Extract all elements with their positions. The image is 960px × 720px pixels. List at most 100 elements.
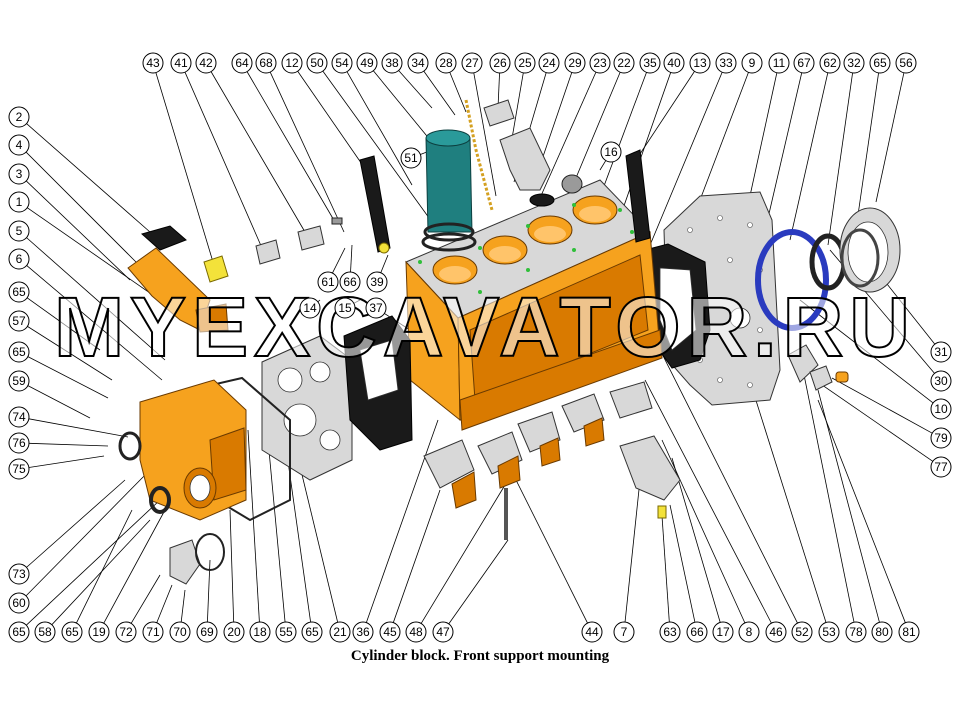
- callout-18: 18: [249, 621, 271, 643]
- callout-number: 72: [119, 625, 133, 639]
- callout-65: 65: [869, 52, 891, 74]
- callout-71: 71: [142, 621, 164, 643]
- callout-number: 55: [279, 625, 293, 639]
- leader-line-62: [789, 72, 829, 241]
- bracket-plate: [787, 344, 819, 383]
- leader-line-44: [514, 477, 588, 624]
- callout-number: 36: [356, 625, 370, 639]
- callout-78: 78: [845, 621, 867, 643]
- callout-number: 65: [65, 625, 79, 639]
- leader-line-66: [669, 504, 696, 623]
- callout-28: 28: [435, 52, 457, 74]
- leader-line-11: [747, 72, 778, 206]
- callout-number: 81: [902, 625, 916, 639]
- callout-number: 18: [253, 625, 267, 639]
- leader-line-72: [130, 574, 161, 624]
- callout-number: 12: [285, 56, 299, 70]
- callout-1: 1: [8, 191, 30, 213]
- callout-45: 45: [379, 621, 401, 643]
- callout-75: 75: [8, 458, 30, 480]
- leader-line-37: [384, 313, 411, 331]
- leader-line-50: [322, 70, 433, 223]
- callout-number: 79: [934, 431, 948, 445]
- leader-line-9: [699, 72, 749, 201]
- leader-line-17: [671, 457, 721, 623]
- seal-60: [149, 486, 171, 514]
- callout-39: 39: [366, 271, 388, 293]
- callout-49: 49: [356, 52, 378, 74]
- callout-3: 3: [8, 163, 30, 185]
- leader-line-68: [269, 71, 345, 233]
- callout-40: 40: [663, 52, 685, 74]
- leader-line-22: [572, 72, 621, 186]
- callout-30: 30: [930, 370, 952, 392]
- callout-65: 65: [8, 621, 30, 643]
- callout-37: 37: [365, 297, 387, 319]
- callout-65: 65: [301, 621, 323, 643]
- leader-line-55: [267, 439, 286, 623]
- callout-number: 43: [146, 56, 160, 70]
- callout-56: 56: [895, 52, 917, 74]
- callout-number: 80: [875, 625, 889, 639]
- callout-51: 51: [400, 147, 422, 169]
- callout-number: 64: [235, 56, 249, 70]
- leader-line-73: [26, 479, 126, 568]
- leader-line-65: [76, 509, 133, 624]
- bushing: [203, 255, 229, 283]
- callout-number: 31: [934, 345, 948, 359]
- leader-line-65: [26, 499, 161, 626]
- callout-number: 69: [200, 625, 214, 639]
- leader-line-60: [25, 469, 151, 597]
- callout-36: 36: [352, 621, 374, 643]
- callout-number: 26: [493, 56, 507, 70]
- callout-number: 68: [259, 56, 273, 70]
- callout-14: 14: [299, 297, 321, 319]
- callout-number: 65: [12, 625, 26, 639]
- callout-81: 81: [898, 621, 920, 643]
- callout-69: 69: [196, 621, 218, 643]
- callout-number: 65: [873, 56, 887, 70]
- leader-line-64: [246, 71, 336, 223]
- callout-53: 53: [818, 621, 840, 643]
- leader-line-74: [28, 418, 129, 438]
- callout-44: 44: [581, 621, 603, 643]
- outlet-elbow: [499, 127, 551, 191]
- callout-number: 74: [12, 410, 26, 424]
- callout-number: 14: [303, 301, 317, 315]
- callout-32: 32: [843, 52, 865, 74]
- leader-line-1: [26, 207, 161, 301]
- callout-number: 29: [568, 56, 582, 70]
- callout-52: 52: [791, 621, 813, 643]
- callout-70: 70: [169, 621, 191, 643]
- access-cover: [169, 539, 201, 585]
- leader-line-57: [27, 326, 113, 381]
- callout-number: 19: [92, 625, 106, 639]
- callout-number: 65: [12, 345, 26, 359]
- leader-line-79: [831, 377, 933, 434]
- callout-number: 2: [16, 110, 23, 124]
- plug: [835, 371, 849, 383]
- washer-63: [657, 505, 667, 519]
- callout-number: 17: [716, 625, 730, 639]
- callout-number: 35: [643, 56, 657, 70]
- callout-number: 33: [719, 56, 733, 70]
- callout-57: 57: [8, 310, 30, 332]
- callout-13: 13: [689, 52, 711, 74]
- leader-line-20: [229, 509, 235, 623]
- thermostat-cap: [483, 99, 515, 127]
- leader-line-19: [103, 509, 166, 624]
- leader-line-32: [827, 72, 853, 246]
- callout-number: 67: [797, 56, 811, 70]
- parts: [118, 99, 901, 585]
- callout-number: 77: [934, 460, 948, 474]
- callout-number: 4: [16, 138, 23, 152]
- callout-number: 54: [335, 56, 349, 70]
- leader-line-47: [448, 539, 509, 625]
- callout-number: 76: [12, 436, 26, 450]
- callout-number: 70: [173, 625, 187, 639]
- main-caps: [423, 381, 653, 509]
- callout-24: 24: [538, 52, 560, 74]
- lift-eye-rear: [625, 149, 651, 243]
- callout-number: 24: [542, 56, 556, 70]
- callout-number: 6: [16, 252, 23, 266]
